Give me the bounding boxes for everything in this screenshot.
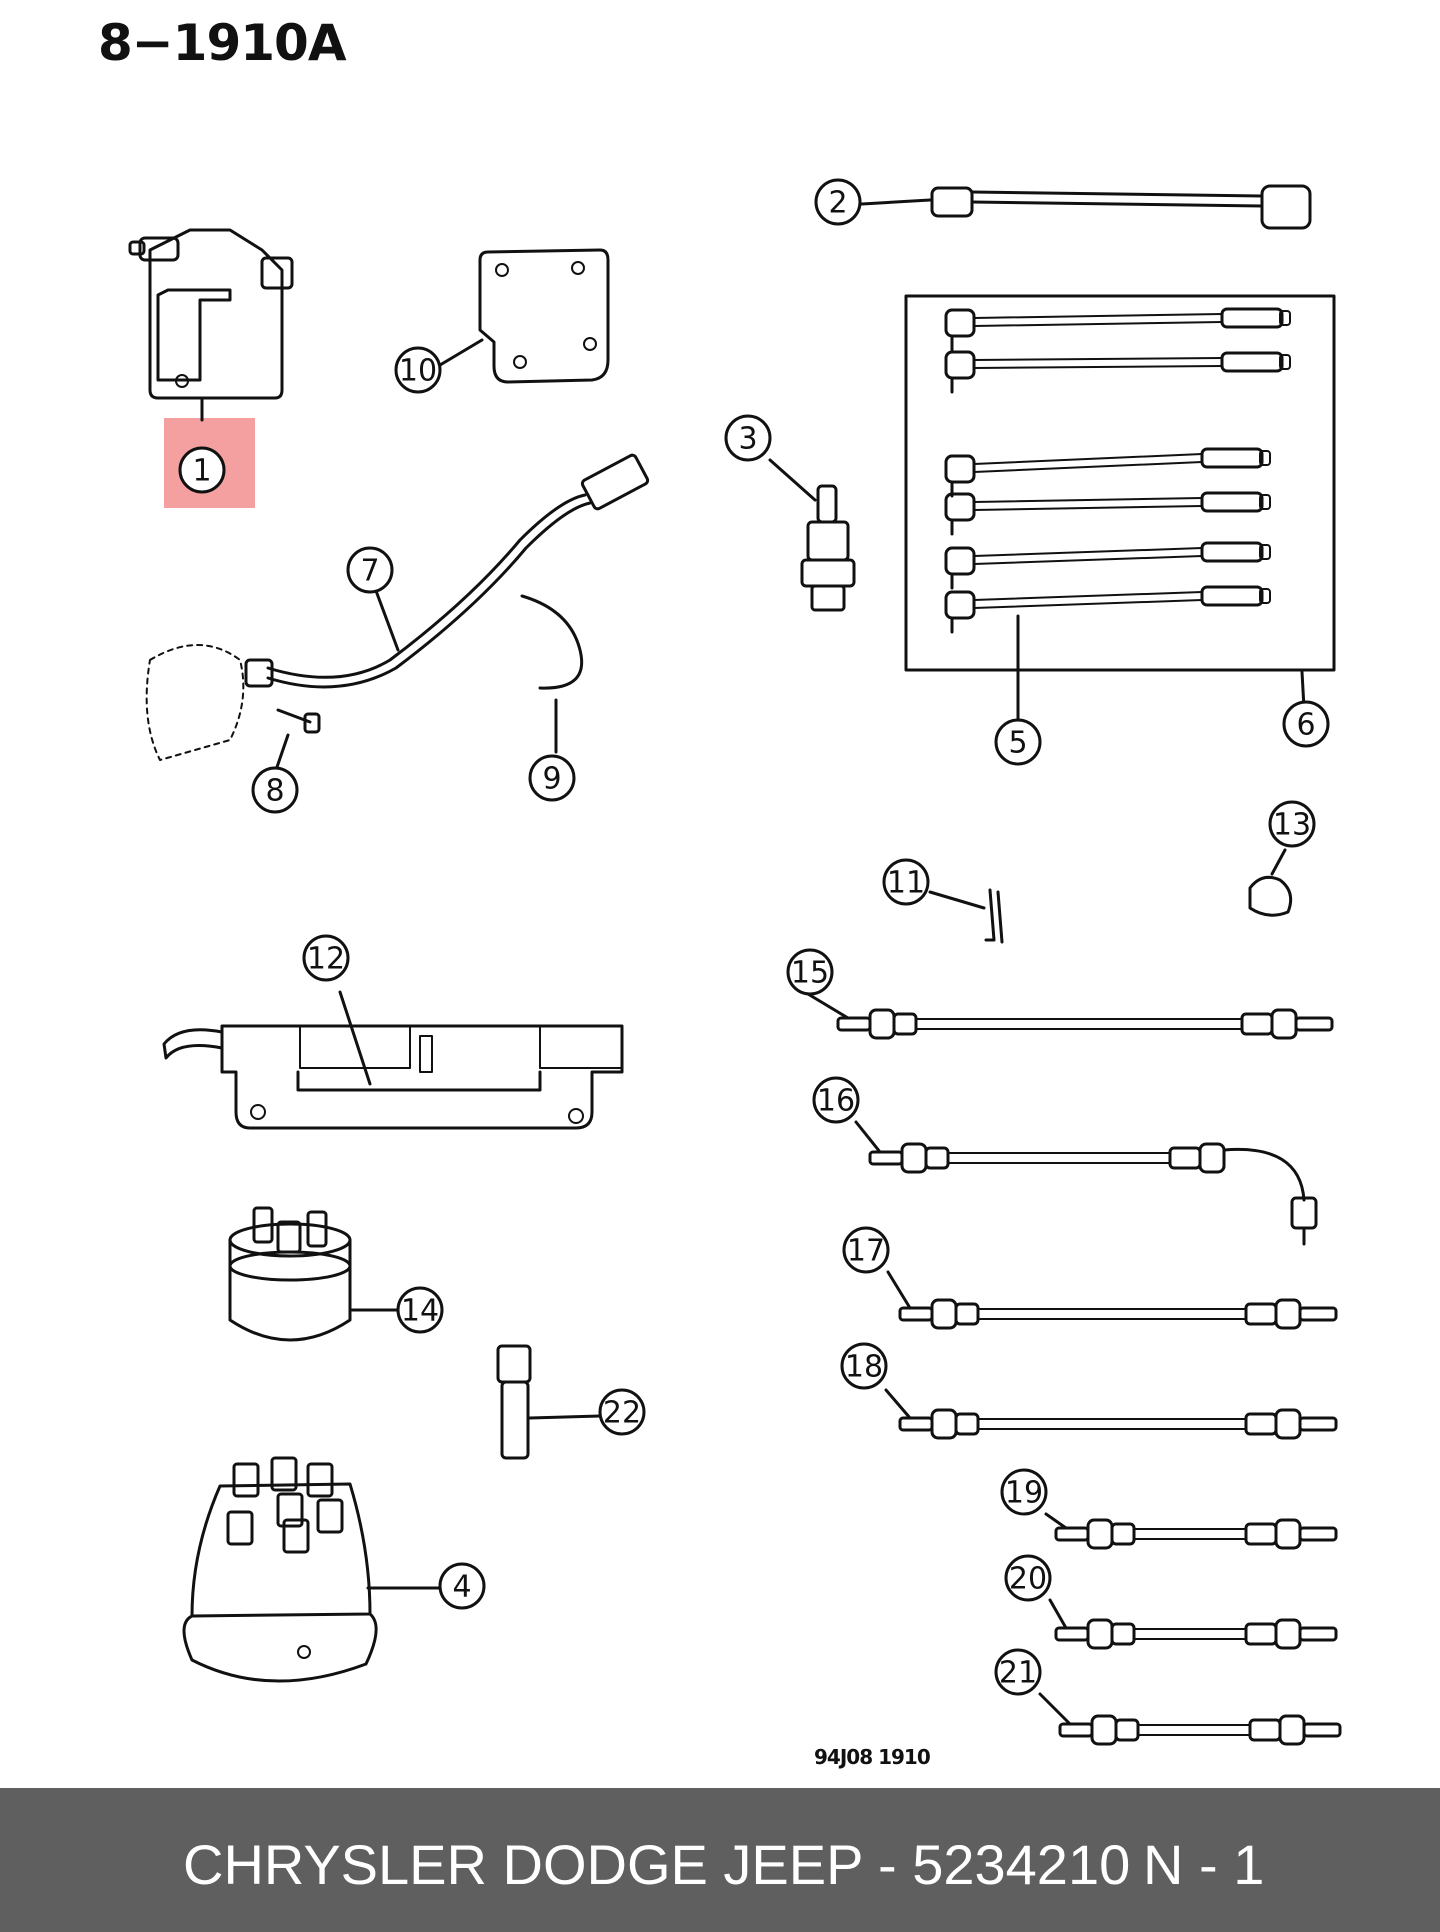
callout-21[interactable]: 21 (994, 1648, 1042, 1696)
callout-10[interactable]: 10 (394, 346, 442, 394)
callout-16-label: 16 (817, 1084, 855, 1119)
callout-15[interactable]: 15 (786, 948, 834, 996)
callout-16-circle (812, 1076, 860, 1124)
callout-18-label: 18 (845, 1350, 883, 1385)
callout-15-circle (786, 948, 834, 996)
callout-4-label: 4 (452, 1570, 471, 1605)
callout-8[interactable]: 8 (251, 766, 299, 814)
part-11-clip[interactable] (928, 888, 1004, 944)
callout-20[interactable]: 20 (1004, 1554, 1052, 1602)
callout-17-circle (842, 1226, 890, 1274)
callout-13-circle (1268, 800, 1316, 848)
drawing-code: 94J08 1910 (814, 1745, 931, 1769)
callout-18-circle (840, 1342, 888, 1390)
callout-6[interactable]: 6 (1282, 700, 1330, 748)
part-17-plug-wire[interactable] (886, 1270, 1338, 1330)
callout-5-circle (994, 718, 1042, 766)
callout-19[interactable]: 19 (1000, 1468, 1048, 1516)
part-22-connector[interactable] (496, 1344, 602, 1460)
wire-set-lead (944, 585, 1271, 634)
part-16-plug-wire[interactable] (854, 1120, 1318, 1246)
callout-1-circle (178, 446, 226, 494)
page-code: 8−1910A (98, 14, 347, 72)
callout-14-label: 14 (401, 1294, 439, 1329)
callout-12[interactable]: 12 (302, 934, 350, 982)
part-12-harness-bracket[interactable] (162, 990, 624, 1130)
callout-14-circle (396, 1286, 444, 1334)
callout-7[interactable]: 7 (346, 546, 394, 594)
callout-22-label: 22 (603, 1396, 641, 1431)
callout-15-label: 15 (791, 956, 829, 991)
callout-6-label: 6 (1296, 708, 1315, 743)
wire-set-lead (944, 307, 1291, 352)
part-1-ignition-coil[interactable] (128, 228, 294, 422)
part-19-plug-wire[interactable] (1044, 1512, 1338, 1550)
callout-13-label: 13 (1273, 808, 1311, 843)
part-13-cap[interactable] (1248, 848, 1293, 917)
callout-7-label: 7 (360, 554, 379, 589)
part-15-plug-wire[interactable] (806, 992, 1334, 1040)
callout-10-label: 10 (399, 354, 437, 389)
wire-set-lead (944, 541, 1271, 590)
callout-3-label: 3 (738, 422, 757, 457)
part-9-wire[interactable] (520, 594, 583, 754)
callout-17-label: 17 (847, 1234, 885, 1269)
footer-bar: CHRYSLER DODGE JEEP - 5234210 N - 1 (0, 1788, 1440, 1932)
part-2-spark-plug-wire[interactable] (860, 184, 1312, 230)
callout-6-circle (1282, 700, 1330, 748)
callout-9-circle (528, 754, 576, 802)
callout-7-circle (346, 546, 394, 594)
part-18-plug-wire[interactable] (884, 1388, 1338, 1440)
callout-20-circle (1004, 1554, 1052, 1602)
callout-10-circle (394, 346, 442, 394)
callout-19-label: 19 (1005, 1476, 1043, 1511)
callout-22[interactable]: 22 (598, 1388, 646, 1436)
callout-9[interactable]: 9 (528, 754, 576, 802)
part-4-distributor-cap[interactable] (182, 1456, 442, 1683)
callout-16[interactable]: 16 (812, 1076, 860, 1124)
callout-8-label: 8 (265, 774, 284, 809)
callout-20-label: 20 (1009, 1562, 1047, 1597)
callout-11[interactable]: 11 (882, 858, 930, 906)
callout-4[interactable]: 4 (438, 1562, 486, 1610)
footer-quantity: N - 1 (1143, 1833, 1265, 1896)
part-20-plug-wire[interactable] (1048, 1598, 1338, 1650)
callout-2[interactable]: 2 (814, 178, 862, 226)
callout-2-label: 2 (828, 186, 847, 221)
callout-5[interactable]: 5 (994, 718, 1042, 766)
callout-14[interactable]: 14 (396, 1286, 444, 1334)
wire-set-lead (944, 350, 1291, 394)
callout-2-circle (814, 178, 862, 226)
wire-set-lead (944, 447, 1271, 498)
callout-17[interactable]: 17 (842, 1226, 890, 1274)
callout-18[interactable]: 18 (840, 1342, 888, 1390)
part-21-plug-wire[interactable] (1038, 1692, 1342, 1746)
callout-21-circle (994, 1648, 1042, 1696)
callout-11-label: 11 (887, 866, 925, 901)
part-10-bracket[interactable] (433, 248, 610, 384)
callout-3-circle (724, 414, 772, 462)
part-14-rotor[interactable] (228, 1206, 400, 1342)
callout-1-label: 1 (192, 454, 211, 489)
callout-1[interactable]: 1 (178, 446, 226, 494)
callout-5-label: 5 (1008, 726, 1027, 761)
callout-22-circle (598, 1388, 646, 1436)
callout-19-circle (1000, 1468, 1048, 1516)
callout-12-circle (302, 934, 350, 982)
part-8-screw[interactable] (274, 708, 321, 772)
callout-11-circle (882, 858, 930, 906)
callout-4-circle (438, 1562, 486, 1610)
callout-8-circle (251, 766, 299, 814)
callout-21-label: 21 (999, 1656, 1037, 1691)
footer-part-number: CHRYSLER DODGE JEEP - 5234210 (183, 1833, 1131, 1896)
wire-set-lead (944, 491, 1271, 536)
callout-13[interactable]: 13 (1268, 800, 1316, 848)
part-3-spark-plug[interactable] (768, 458, 856, 612)
callout-9-label: 9 (542, 762, 561, 797)
callout-3[interactable]: 3 (724, 414, 772, 462)
part-6-wire-set[interactable] (904, 294, 1336, 730)
callout-12-label: 12 (307, 942, 345, 977)
